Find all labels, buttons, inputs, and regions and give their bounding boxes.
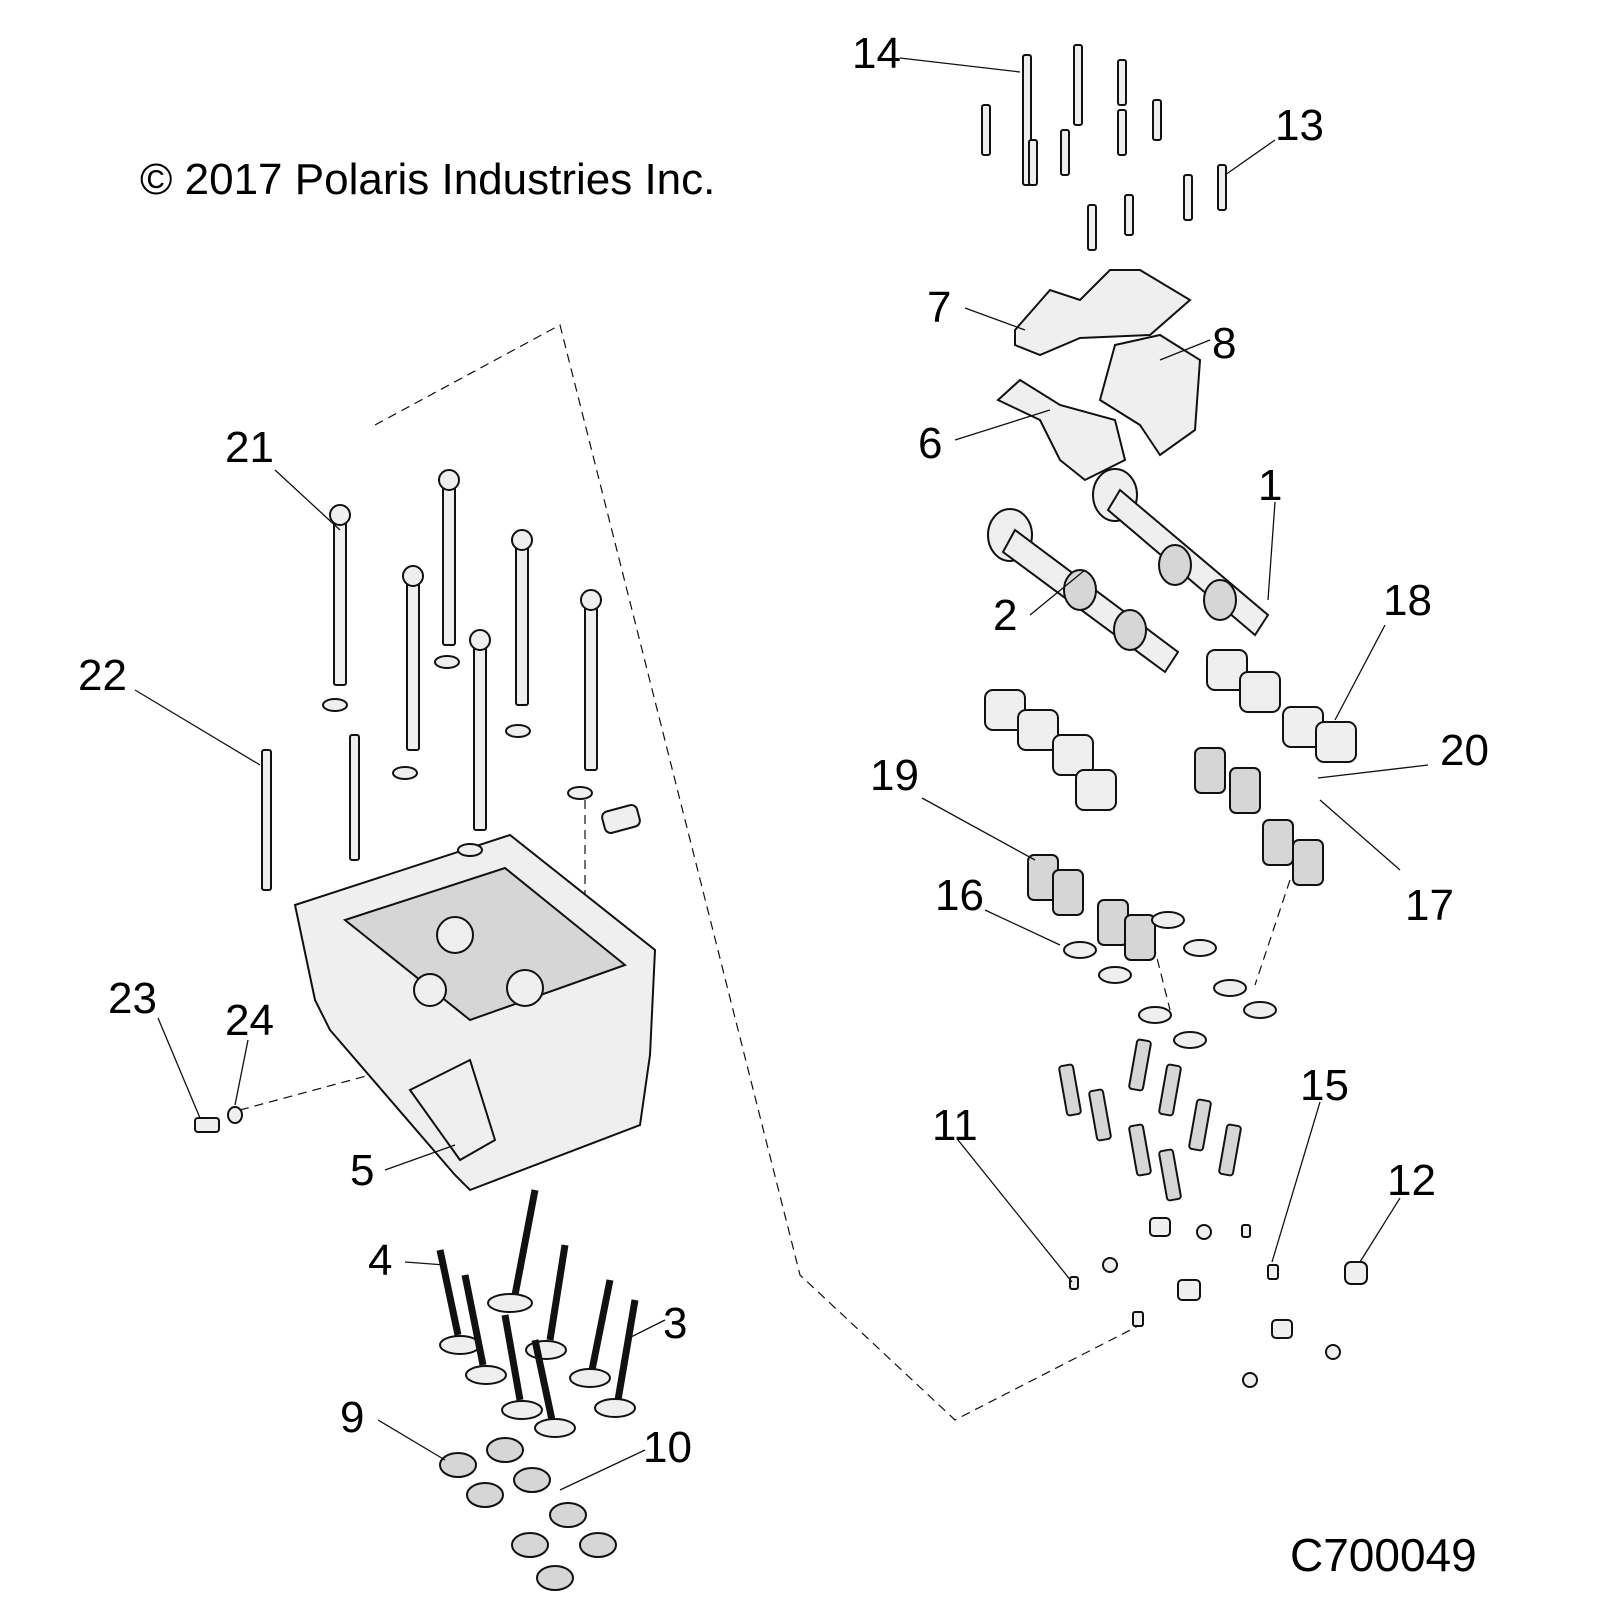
callout-3: 3 (663, 1299, 687, 1348)
valve-path-right (1254, 879, 1291, 986)
copyright-notice: © 2017 Polaris Industries Inc. (140, 155, 716, 204)
callout-1: 1 (1258, 461, 1282, 510)
plug-and-washer (194, 1106, 243, 1133)
callout-21: 21 (225, 423, 274, 472)
callout-9: 9 (340, 1393, 364, 1442)
callout-23: 23 (108, 974, 157, 1023)
assembly-boundary (374, 324, 1141, 1421)
valve-springs (1027, 747, 1324, 961)
leader-lines (134, 57, 1429, 1491)
callout-10: 10 (643, 1423, 692, 1472)
callout-16: 16 (935, 871, 984, 920)
callout-6: 6 (918, 419, 942, 468)
callout-13: 13 (1275, 101, 1324, 150)
callout-19: 19 (870, 751, 919, 800)
callout-11: 11 (932, 1101, 978, 1150)
callout-15: 15 (1300, 1061, 1349, 1110)
camshaft-caps (996, 269, 1202, 482)
valve-buckets (984, 649, 1357, 811)
head-bolts (261, 469, 641, 891)
cylinder-head (293, 833, 657, 1192)
valve-stem-seals (1063, 911, 1277, 1049)
callout-20: 20 (1440, 726, 1489, 775)
callout-17: 17 (1405, 881, 1454, 930)
fastener-path-23 (239, 1074, 371, 1111)
callout-12: 12 (1387, 1156, 1436, 1205)
callout-2: 2 (993, 591, 1017, 640)
callout-22: 22 (78, 651, 127, 700)
small-parts (1069, 1217, 1368, 1388)
valves (436, 1189, 639, 1438)
valve-seats (439, 1437, 617, 1591)
callout-5: 5 (350, 1146, 374, 1195)
callout-4: 4 (368, 1236, 392, 1285)
callout-14: 14 (852, 29, 901, 78)
figure-id: C700049 (1290, 1529, 1477, 1581)
callout-7: 7 (927, 283, 951, 332)
camshafts (987, 468, 1270, 674)
callout-24: 24 (225, 996, 274, 1045)
valve-guides (1058, 1038, 1242, 1202)
callout-labels: 1 2 3 4 5 6 7 8 9 10 11 12 13 14 15 16 1… (78, 29, 1489, 1472)
valve-path-left (1149, 929, 1171, 1011)
callout-18: 18 (1383, 576, 1432, 625)
cam-cap-bolts (981, 44, 1227, 251)
callout-8: 8 (1212, 319, 1236, 368)
